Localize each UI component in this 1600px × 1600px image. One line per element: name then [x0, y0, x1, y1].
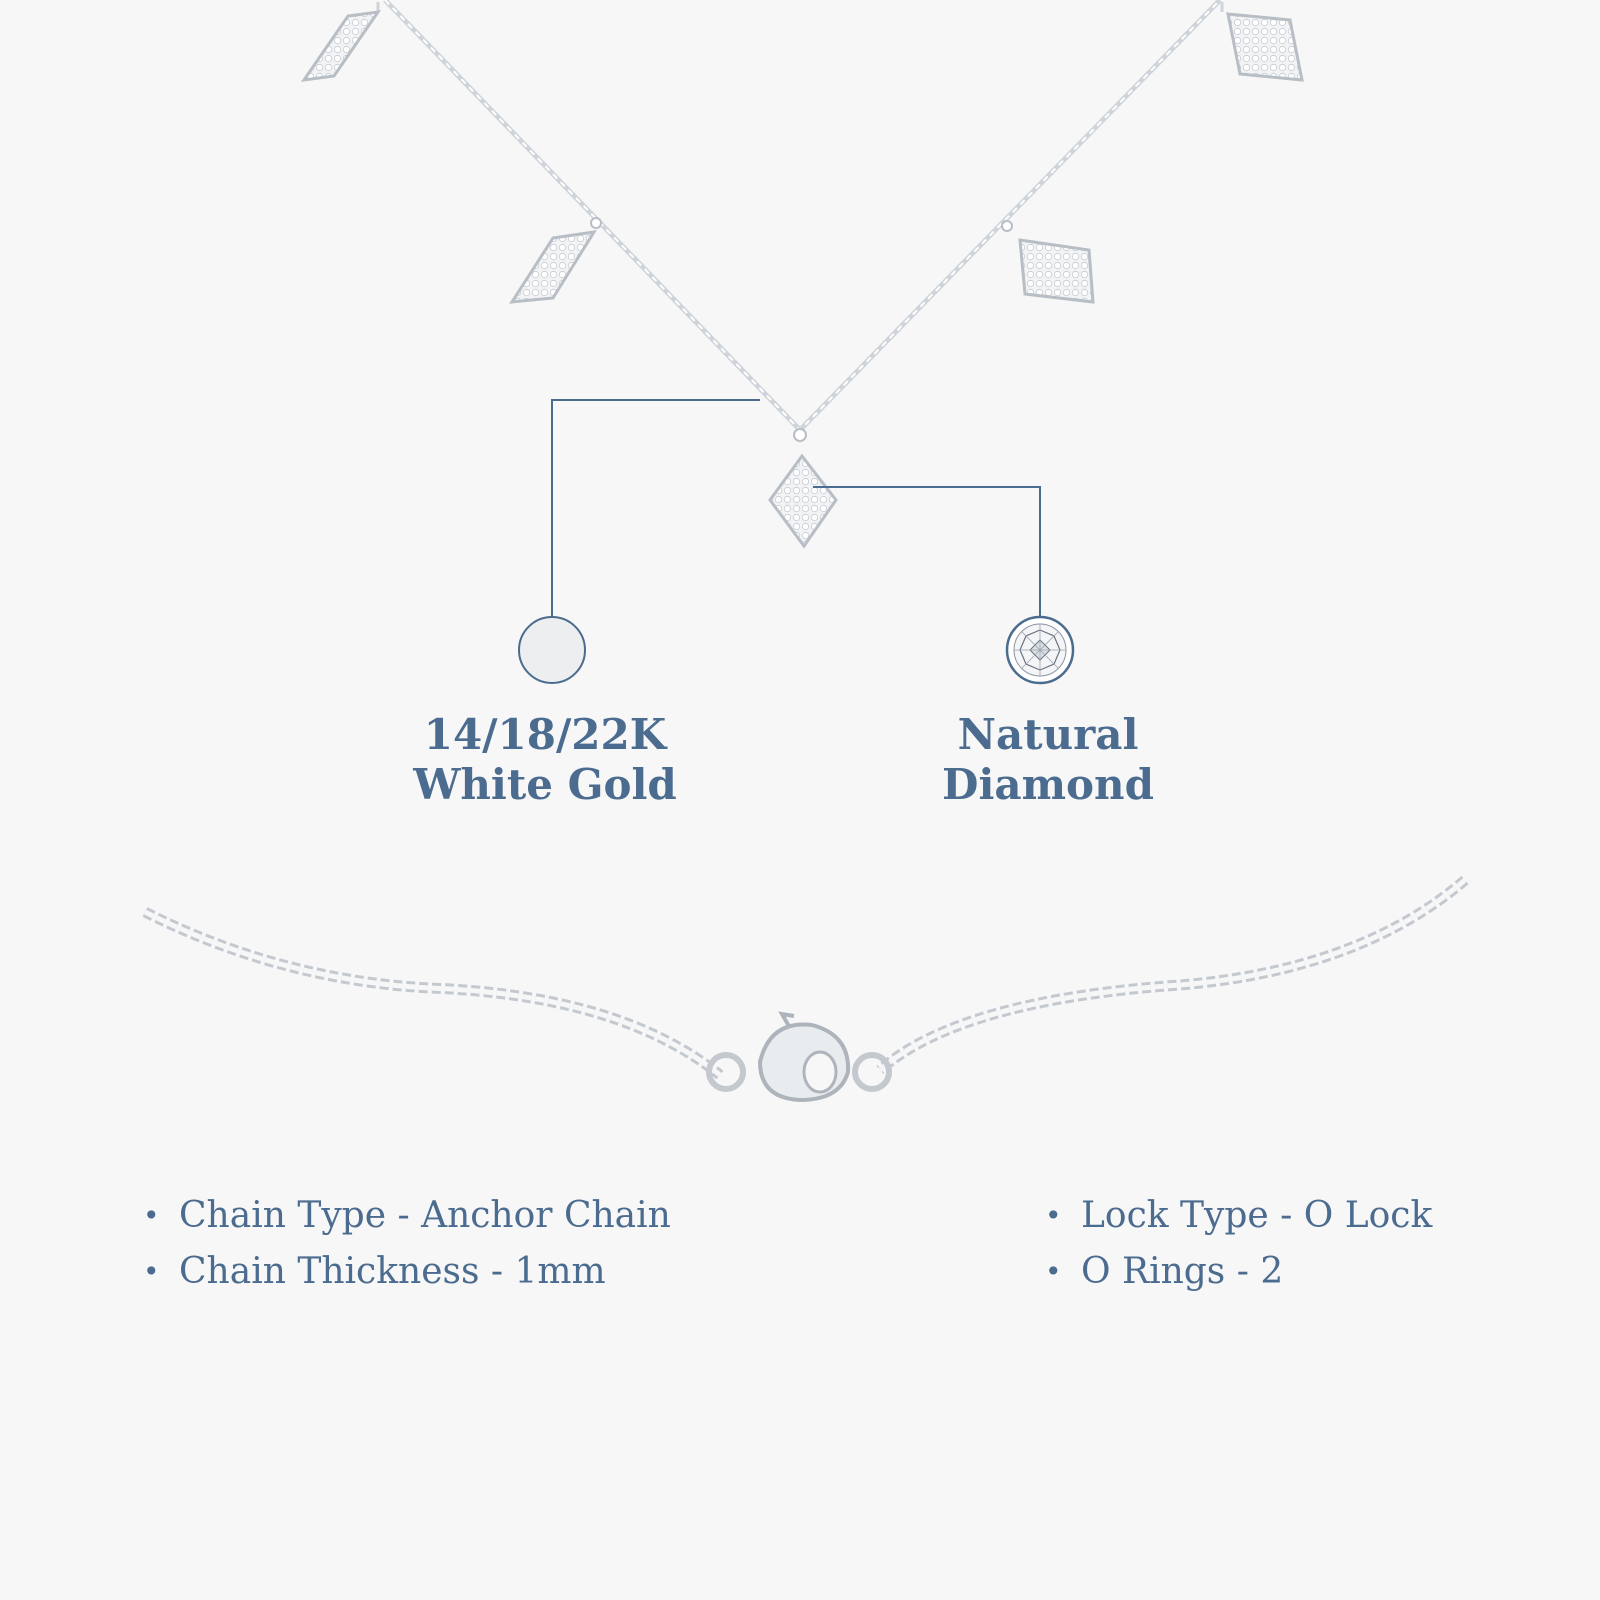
spec-list-right: Lock Type - O Lock O Rings - 2 [1045, 1188, 1432, 1300]
charm-drop-4 [1001, 220, 1095, 304]
necklace-chain [383, 0, 1222, 434]
back-chain [142, 875, 1469, 1080]
stone-label: Natural Diamond [838, 710, 1258, 810]
charm-drop-2 [509, 217, 602, 304]
metal-callout-line [551, 399, 760, 618]
charm-drop-1 [300, 2, 382, 82]
round-diamond-icon [1005, 615, 1075, 685]
o-ring-right [852, 1052, 892, 1092]
o-ring-left [706, 1052, 746, 1092]
stone-origin: Natural [957, 710, 1139, 759]
white-gold-swatch-icon [518, 616, 586, 684]
spec-chain-type: Chain Type - Anchor Chain [143, 1188, 671, 1244]
stone-type: Diamond [942, 760, 1154, 809]
spec-chain-thickness: Chain Thickness - 1mm [143, 1244, 671, 1300]
spec-lock-type: Lock Type - O Lock [1045, 1188, 1432, 1244]
stone-callout-line [813, 486, 1041, 618]
metal-label: 14/18/22K White Gold [335, 710, 755, 810]
spec-list-left: Chain Type - Anchor Chain Chain Thicknes… [143, 1188, 671, 1300]
spec-o-rings: O Rings - 2 [1045, 1244, 1432, 1300]
metal-type: White Gold [413, 760, 677, 809]
metal-karat: 14/18/22K [423, 710, 667, 759]
lobster-clasp [757, 1011, 851, 1103]
charm-drop-5 [1220, 2, 1304, 82]
charm-drop-3 [768, 428, 838, 549]
